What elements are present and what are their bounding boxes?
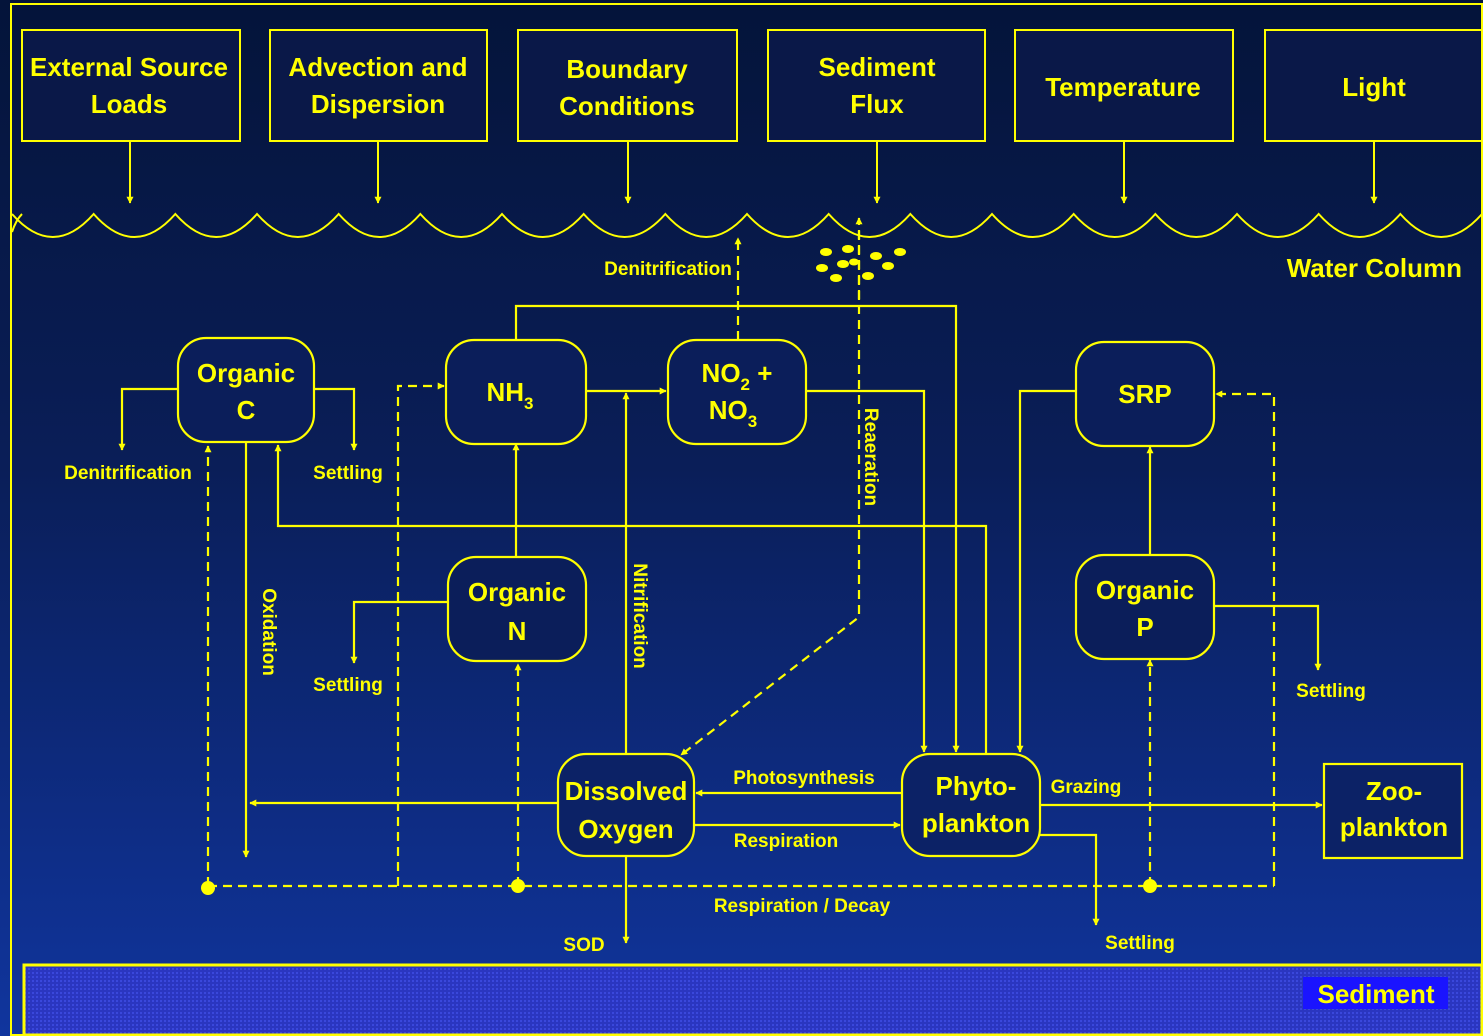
sediment-flux-box: Sediment Flux (767, 29, 986, 142)
phytoplankton-line1: Phyto- (936, 771, 1017, 801)
settling-c-label: Settling (313, 463, 383, 484)
nh3-subscript: 3 (524, 394, 533, 413)
organic-p-line2: P (1136, 612, 1153, 642)
junction-dots (201, 879, 1157, 895)
sediment-label: Sediment (1317, 979, 1434, 1009)
zooplankton-node: Zoo- plankton (1322, 762, 1464, 860)
dissolved-oxygen-line2: Oxygen (578, 814, 673, 844)
advection-line1: Advection and (288, 52, 467, 82)
water-surface (11, 212, 1483, 238)
no2-subscript: 2 (741, 375, 750, 394)
reaeration-bubbles (816, 245, 906, 282)
boundary-line1: Boundary (566, 54, 688, 84)
no2-label: NO2 + (702, 358, 773, 394)
zooplankton-line1: Zoo- (1366, 776, 1422, 806)
organic-p-line1: Organic (1096, 575, 1194, 605)
temperature-box: Temperature (1014, 29, 1234, 142)
external-source-loads-line2: Loads (91, 89, 168, 119)
temperature-label: Temperature (1045, 72, 1201, 102)
nh3-label: NH3 (486, 377, 533, 413)
input-arrows (126, 141, 1378, 204)
organic-n-node: Organic N (446, 555, 588, 663)
photosynthesis-label: Photosynthesis (733, 768, 874, 789)
no3-label: NO3 (709, 395, 757, 431)
no2-plus: + (750, 358, 772, 388)
light-box: Light (1264, 29, 1483, 142)
sediment-flux-line1: Sediment (818, 52, 935, 82)
boundary-conditions-box: Boundary Conditions (517, 29, 738, 142)
no2-text: NO (702, 358, 741, 388)
advection-dispersion-box: Advection and Dispersion (269, 29, 488, 142)
settling-n-label: Settling (313, 675, 383, 696)
outer-frame (10, 3, 1483, 1036)
no3-text: NO (709, 395, 748, 425)
sediment-layer: Sediment (22, 963, 1483, 1036)
external-source-loads-box: External Source Loads (21, 29, 241, 142)
phytoplankton-node: Phyto- plankton (900, 752, 1042, 858)
organic-p-node: Organic P (1074, 553, 1216, 661)
organic-n-line1: Organic (468, 577, 566, 607)
phytoplankton-line2: plankton (922, 808, 1030, 838)
zooplankton-line2: plankton (1340, 812, 1448, 842)
light-label: Light (1342, 72, 1406, 102)
reaeration-label: Reaeration (860, 408, 881, 506)
srp-label: SRP (1118, 379, 1171, 409)
organic-c-node: Organic C (176, 336, 316, 444)
srp-node: SRP (1074, 340, 1216, 448)
solid-flows (118, 304, 1323, 944)
dashed-flows (204, 217, 1276, 888)
water-column-label: Water Column (1287, 253, 1462, 283)
no3-subscript: 3 (748, 412, 757, 431)
denitrification-top-label: Denitrification (604, 259, 732, 280)
sod-label: SOD (563, 935, 604, 956)
respiration-decay-label: Respiration / Decay (714, 896, 891, 917)
dissolved-oxygen-line1: Dissolved (565, 776, 688, 806)
grazing-label: Grazing (1051, 777, 1122, 798)
nitrification-label: Nitrification (629, 563, 650, 669)
denitrification-left-label: Denitrification (64, 463, 192, 484)
boundary-line2: Conditions (559, 91, 695, 121)
dissolved-oxygen-node: Dissolved Oxygen (556, 752, 696, 858)
external-source-loads-line1: External Source (30, 52, 228, 82)
settling-p-label: Settling (1296, 681, 1366, 702)
sediment-label-bg (1303, 977, 1448, 1009)
oxidation-label: Oxidation (258, 588, 279, 676)
organic-c-line2: C (237, 395, 256, 425)
sediment-flux-line2: Flux (850, 89, 904, 119)
settling-phyto-label: Settling (1105, 933, 1175, 954)
organic-c-line1: Organic (197, 358, 295, 388)
respiration-label: Respiration (734, 831, 839, 852)
no2-no3-node: NO2 + NO3 (666, 338, 808, 446)
advection-line2: Dispersion (311, 89, 445, 119)
organic-n-line2: N (508, 616, 527, 646)
nh3-text: NH (486, 377, 524, 407)
nh3-node: NH3 (444, 338, 588, 446)
